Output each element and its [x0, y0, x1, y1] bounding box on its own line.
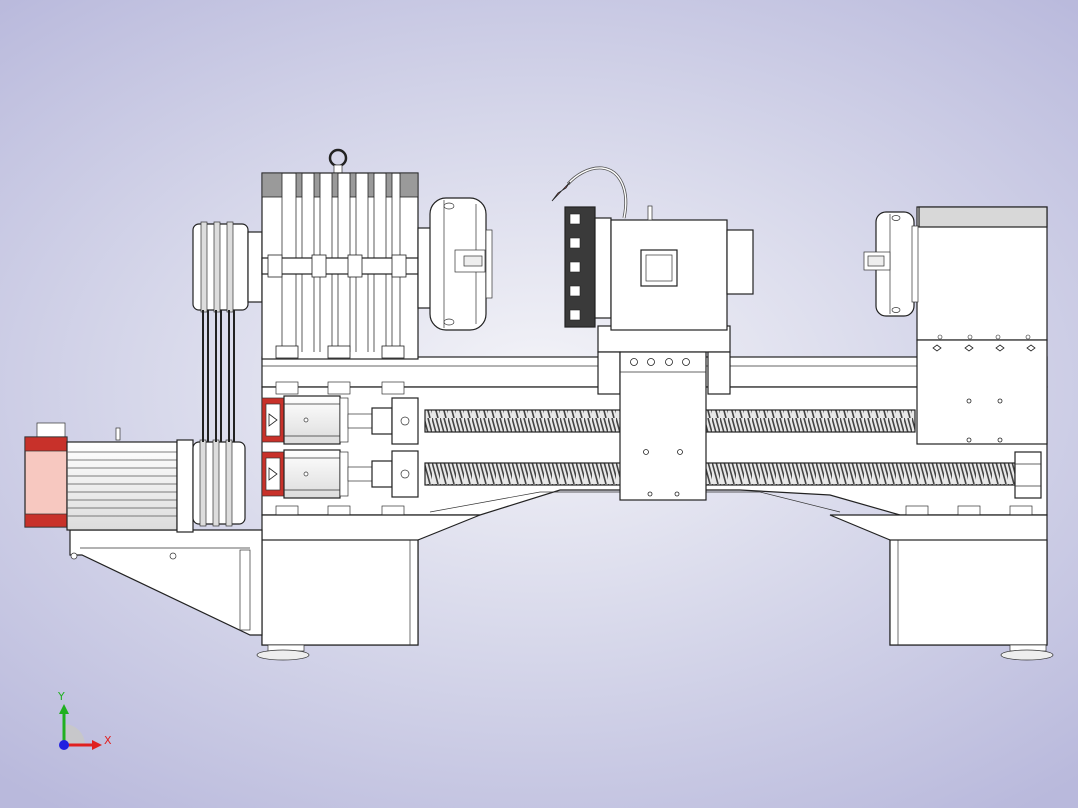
tool-turret[interactable] — [564, 205, 754, 331]
tailstock[interactable] — [863, 206, 1048, 445]
y-axis-label: Y — [57, 690, 65, 703]
belt-drive — [192, 221, 263, 527]
coolant-nozzle — [551, 166, 628, 219]
spindle-motor[interactable] — [24, 422, 194, 533]
headstock[interactable] — [261, 148, 419, 360]
lifting-eye — [328, 148, 348, 175]
screw-end-support — [1014, 451, 1042, 499]
servo-motor-lower[interactable] — [261, 449, 419, 499]
motor-bracket — [69, 529, 263, 636]
spindle-chuck[interactable] — [417, 197, 493, 331]
ball-screw-lower — [424, 462, 1016, 486]
leveling-foot-right — [1000, 644, 1054, 661]
servo-motor-upper[interactable] — [261, 395, 419, 445]
axis-triad: Y X — [57, 690, 112, 750]
leveling-foot-left — [256, 644, 310, 661]
x-axis-label: X — [104, 734, 112, 747]
